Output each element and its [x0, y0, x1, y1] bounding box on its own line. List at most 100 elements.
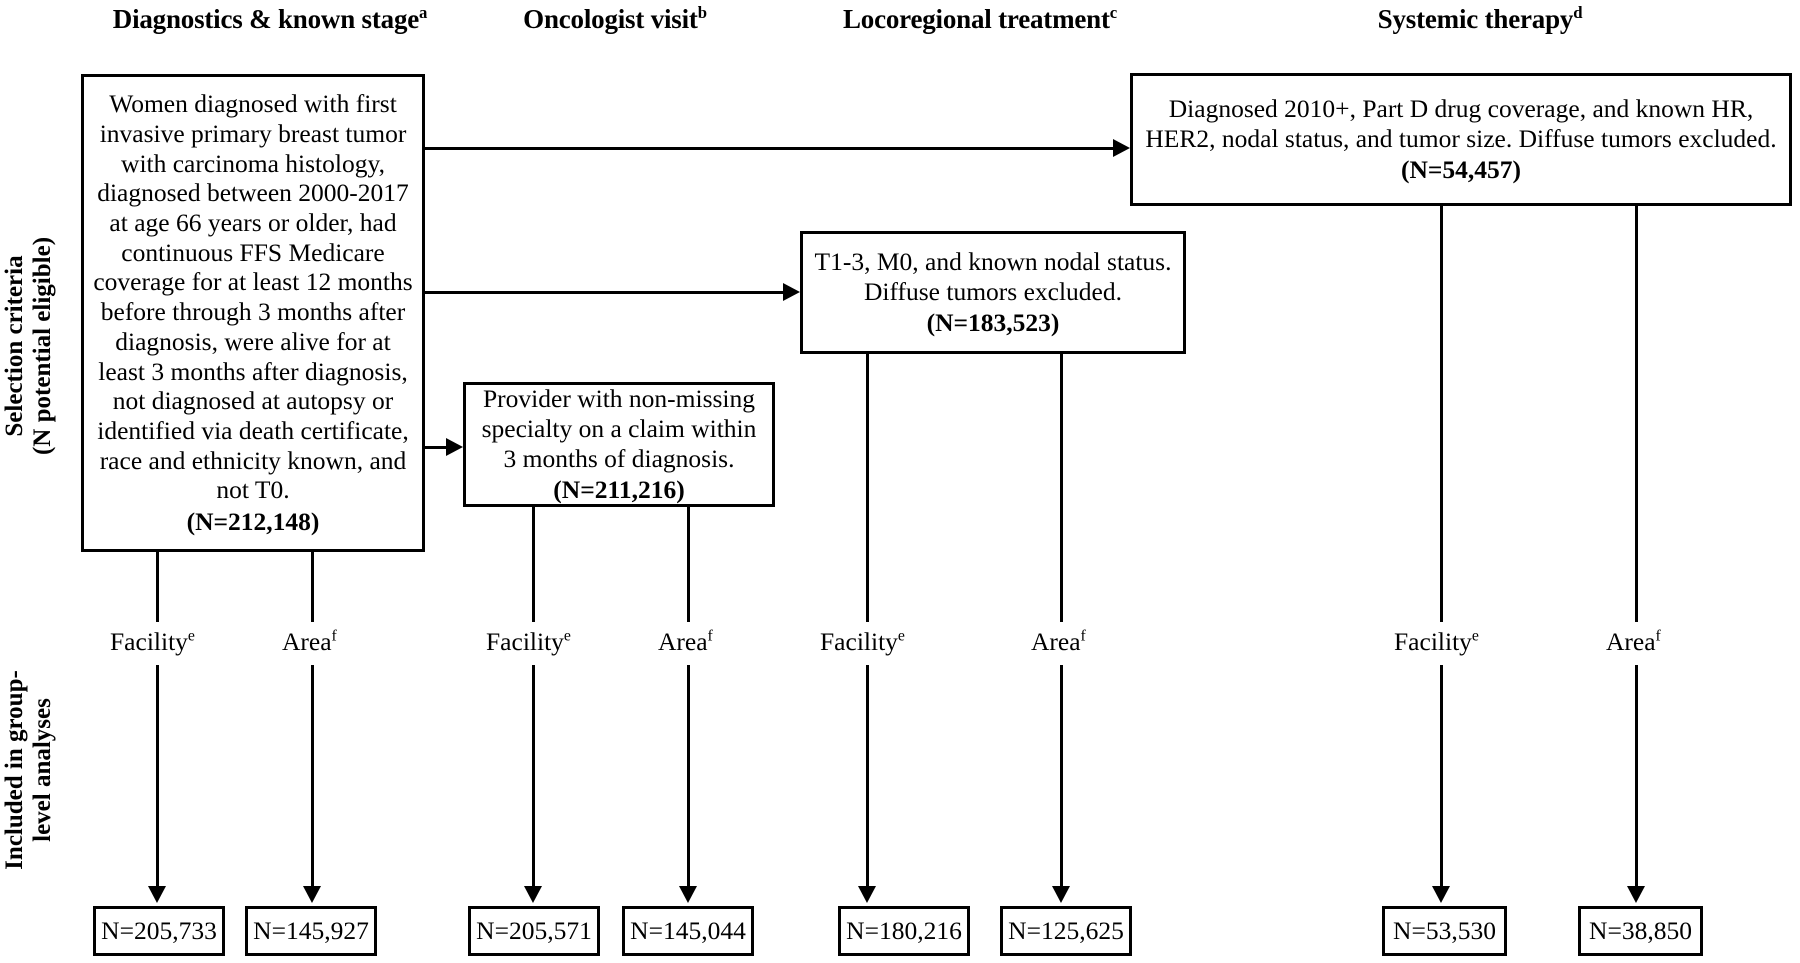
outcome-box-oncologist-facility: N=205,571	[468, 906, 600, 956]
connector-locoregional-area-lower	[1060, 665, 1063, 897]
outcome-box-value: N=145,044	[630, 916, 746, 946]
column-header-label: Systemic therapy	[1377, 4, 1574, 34]
connector-systemic-facility-lower	[1440, 665, 1443, 897]
outcome-box-value: N=205,571	[476, 916, 592, 946]
outcome-box-oncologist-area: N=145,044	[622, 906, 754, 956]
area-label-text: Area	[282, 627, 332, 656]
outcome-box-value: N=205,733	[101, 916, 217, 946]
connector-diagnostics-area-lower	[311, 665, 314, 897]
area-label-text: Area	[1606, 627, 1656, 656]
arrowhead-locoregional-area	[1052, 886, 1070, 903]
facility-label-text: Facility	[820, 627, 898, 656]
label-oncologist-facility: Facilitye	[486, 627, 571, 656]
connector-oncologist-area-lower	[687, 665, 690, 897]
arrowhead-oncologist-area	[679, 886, 697, 903]
label-oncologist-area: Areaf	[658, 627, 713, 656]
outcome-box-systemic-area: N=38,850	[1578, 906, 1703, 956]
label-diagnostics-facility: Facilitye	[110, 627, 195, 656]
footnote-marker-e: e	[187, 627, 195, 645]
arrowhead-to-oncologist	[446, 438, 463, 456]
criteria-box-count: (N=211,216)	[553, 475, 685, 505]
outcome-box-value: N=145,927	[253, 916, 369, 946]
column-header-oncologist: Oncologist visitb	[470, 3, 760, 34]
outcome-box-value: N=180,216	[846, 916, 962, 946]
arrowhead-to-systemic	[1113, 139, 1130, 157]
arrowhead-to-locoregional	[783, 283, 800, 301]
criteria-box-count: (N=212,148)	[186, 507, 320, 537]
footnote-marker-a: a	[419, 3, 428, 22]
facility-label-text: Facility	[110, 627, 188, 656]
side-label-selection-criteria: Selection criteria (N potential eligible…	[1, 186, 57, 506]
criteria-box-text: Women diagnosed with first invasive prim…	[93, 89, 413, 505]
facility-label-text: Facility	[486, 627, 564, 656]
connector-diagnostics-to-systemic	[425, 147, 1113, 150]
connector-systemic-area	[1635, 206, 1638, 622]
outcome-box-locoregional-area: N=125,625	[1000, 906, 1132, 956]
criteria-box-text: T1-3, M0, and known nodal status. Diffus…	[814, 246, 1172, 306]
footnote-marker-e: e	[897, 627, 905, 645]
side-label-line-2: level analyses	[29, 698, 56, 842]
connector-locoregional-area	[1060, 354, 1063, 622]
arrowhead-systemic-area	[1627, 886, 1645, 903]
footnote-marker-f: f	[707, 627, 713, 645]
outcome-box-value: N=125,625	[1008, 916, 1124, 946]
outcome-box-value: N=38,850	[1589, 916, 1692, 946]
label-diagnostics-area: Areaf	[282, 627, 337, 656]
side-label-line-1: Included in group-	[1, 670, 28, 870]
label-locoregional-facility: Facilitye	[820, 627, 905, 656]
criteria-box-text: Diagnosed 2010+, Part D drug coverage, a…	[1145, 93, 1777, 153]
facility-label-text: Facility	[1394, 627, 1472, 656]
outcome-box-locoregional-facility: N=180,216	[838, 906, 970, 956]
footnote-marker-c: c	[1109, 3, 1118, 22]
footnote-marker-e: e	[563, 627, 571, 645]
arrowhead-diagnostics-area	[303, 886, 321, 903]
column-header-locoregional: Locoregional treatmentc	[790, 3, 1170, 34]
connector-systemic-facility	[1440, 206, 1443, 622]
area-label-text: Area	[658, 627, 708, 656]
connector-diagnostics-to-oncologist	[425, 446, 446, 449]
area-label-text: Area	[1031, 627, 1081, 656]
criteria-box-diagnostics: Women diagnosed with first invasive prim…	[81, 74, 425, 552]
column-header-label: Oncologist visit	[523, 4, 698, 34]
connector-oncologist-facility-lower	[532, 665, 535, 897]
outcome-box-value: N=53,530	[1393, 916, 1496, 946]
outcome-box-diagnostics-facility: N=205,733	[93, 906, 225, 956]
connector-oncologist-area	[687, 507, 690, 622]
footnote-marker-f: f	[1080, 627, 1086, 645]
label-systemic-area: Areaf	[1606, 627, 1661, 656]
side-label-included-analyses: Included in group- level analyses	[1, 630, 57, 910]
footnote-marker-e: e	[1471, 627, 1479, 645]
column-header-label: Diagnostics & known stage	[112, 4, 420, 34]
arrowhead-systemic-facility	[1432, 886, 1450, 903]
footnote-marker-f: f	[1655, 627, 1661, 645]
column-header-systemic: Systemic therapyd	[1320, 3, 1640, 34]
outcome-box-systemic-facility: N=53,530	[1382, 906, 1507, 956]
connector-diagnostics-facility	[156, 552, 159, 622]
criteria-box-count: (N=54,457)	[1400, 155, 1522, 185]
connector-diagnostics-facility-lower	[156, 665, 159, 897]
criteria-box-count: (N=183,523)	[926, 308, 1060, 338]
connector-locoregional-facility-lower	[866, 665, 869, 897]
footnote-marker-f: f	[331, 627, 337, 645]
connector-oncologist-facility	[532, 507, 535, 622]
criteria-box-systemic: Diagnosed 2010+, Part D drug coverage, a…	[1130, 73, 1792, 206]
criteria-box-text: Provider with non-missing specialty on a…	[481, 384, 757, 473]
side-label-line-1: Selection criteria	[1, 255, 28, 437]
connector-locoregional-facility	[866, 354, 869, 622]
connector-diagnostics-to-locoregional	[425, 291, 783, 294]
label-systemic-facility: Facilitye	[1394, 627, 1479, 656]
side-label-line-2: (N potential eligible)	[29, 236, 56, 456]
arrowhead-locoregional-facility	[858, 886, 876, 903]
label-locoregional-area: Areaf	[1031, 627, 1086, 656]
arrowhead-diagnostics-facility	[148, 886, 166, 903]
criteria-box-locoregional: T1-3, M0, and known nodal status. Diffus…	[800, 231, 1186, 354]
column-header-diagnostics: Diagnostics & known stagea	[100, 3, 440, 34]
outcome-box-diagnostics-area: N=145,927	[245, 906, 377, 956]
footnote-marker-b: b	[697, 3, 707, 22]
criteria-box-oncologist: Provider with non-missing specialty on a…	[463, 382, 775, 507]
connector-diagnostics-area	[311, 552, 314, 622]
column-header-label: Locoregional treatment	[842, 4, 1110, 34]
footnote-marker-d: d	[1573, 3, 1583, 22]
connector-systemic-area-lower	[1635, 665, 1638, 897]
